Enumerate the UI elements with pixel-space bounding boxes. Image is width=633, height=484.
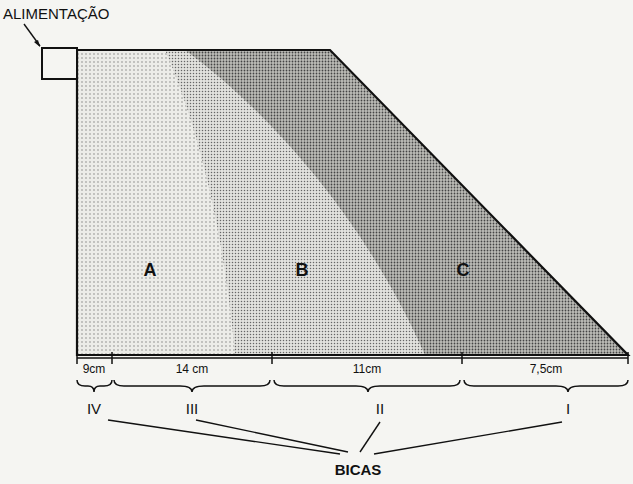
spout-leader-lines — [108, 420, 562, 454]
arrow-head — [34, 40, 40, 47]
dimension-label: 11cm — [351, 363, 383, 375]
spout-number: II — [376, 401, 384, 416]
spouts-label: BICAS — [335, 462, 382, 477]
zone-letter: A — [144, 261, 157, 279]
spout-number: III — [186, 401, 199, 416]
feed-box — [42, 48, 77, 79]
feed-label: ALIMENTAÇÃO — [3, 6, 109, 21]
zone-c — [77, 50, 633, 360]
leader-line — [24, 24, 40, 46]
spout-number: IV — [87, 401, 101, 416]
zones — [77, 50, 633, 360]
spout-number: I — [566, 401, 570, 416]
zone-letter: C — [457, 261, 470, 279]
dimension-label: 9cm — [81, 363, 108, 375]
zone-a — [77, 50, 235, 355]
dimension-label: 14 cm — [174, 363, 211, 375]
zone-b — [77, 50, 425, 355]
outline — [77, 50, 628, 355]
dimension-brackets — [77, 352, 628, 392]
dimension-label: 7,5cm — [528, 363, 565, 375]
zone-letter: B — [296, 261, 309, 279]
